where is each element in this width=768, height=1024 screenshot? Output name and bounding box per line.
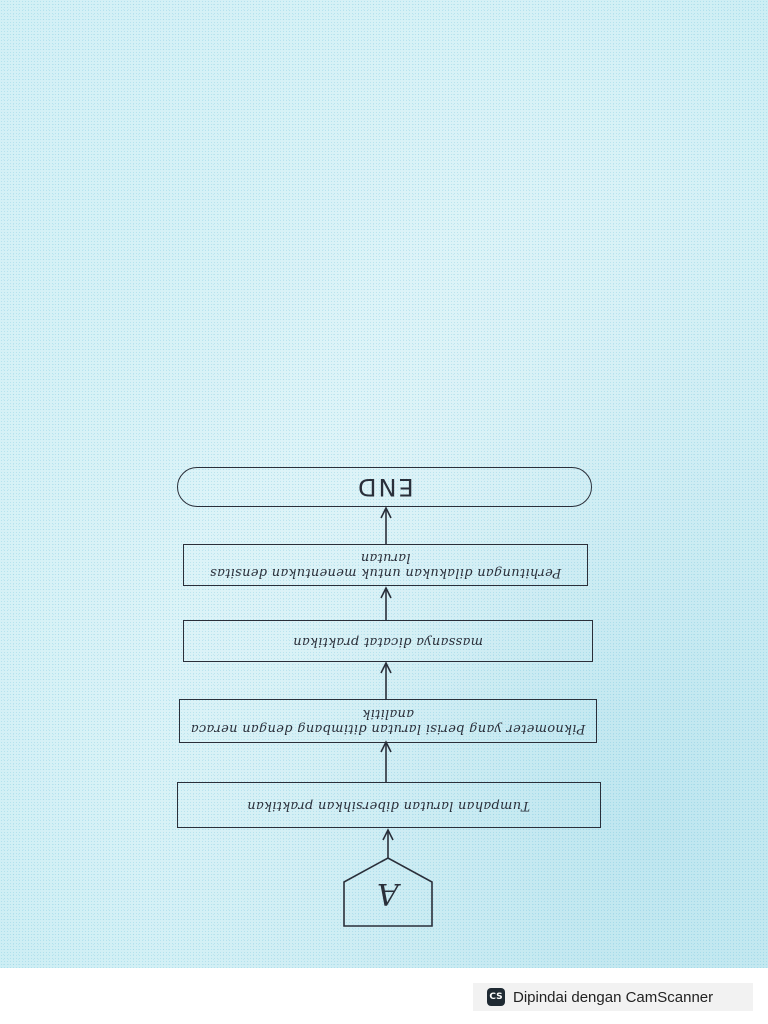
arrow-3-head [380, 661, 392, 674]
connector-label: A [377, 875, 399, 911]
process-step-1: Perhitungan dilakukan untuk menentukan d… [183, 544, 588, 586]
process-step-3: Piknometer yang berisi larutan ditimbang… [179, 699, 597, 743]
scanned-paper [0, 0, 768, 968]
process-step-2: massanya dicatat praktikan [183, 620, 593, 662]
camscanner-footer-label: Dipindai dengan CamScanner [513, 988, 714, 1006]
connector-label-wrap: A [344, 868, 432, 918]
flow-arrows [343, 506, 433, 927]
arrow-4-head [380, 740, 392, 753]
flowchart: END Perhitungan dilakukan untuk menentuk… [177, 467, 601, 927]
camscanner-logo-icon: CS [487, 988, 505, 1006]
camscanner-footer: CS Dipindai dengan CamScanner [473, 983, 753, 1011]
end-terminal: END [177, 467, 592, 507]
arrow-2-head [380, 586, 392, 599]
arrow-5-head [382, 828, 394, 841]
off-page-connector [343, 857, 433, 927]
arrow-1-head [380, 506, 392, 519]
process-step-4: Tumpahan larutan dibersihkan praktikan [177, 782, 601, 828]
